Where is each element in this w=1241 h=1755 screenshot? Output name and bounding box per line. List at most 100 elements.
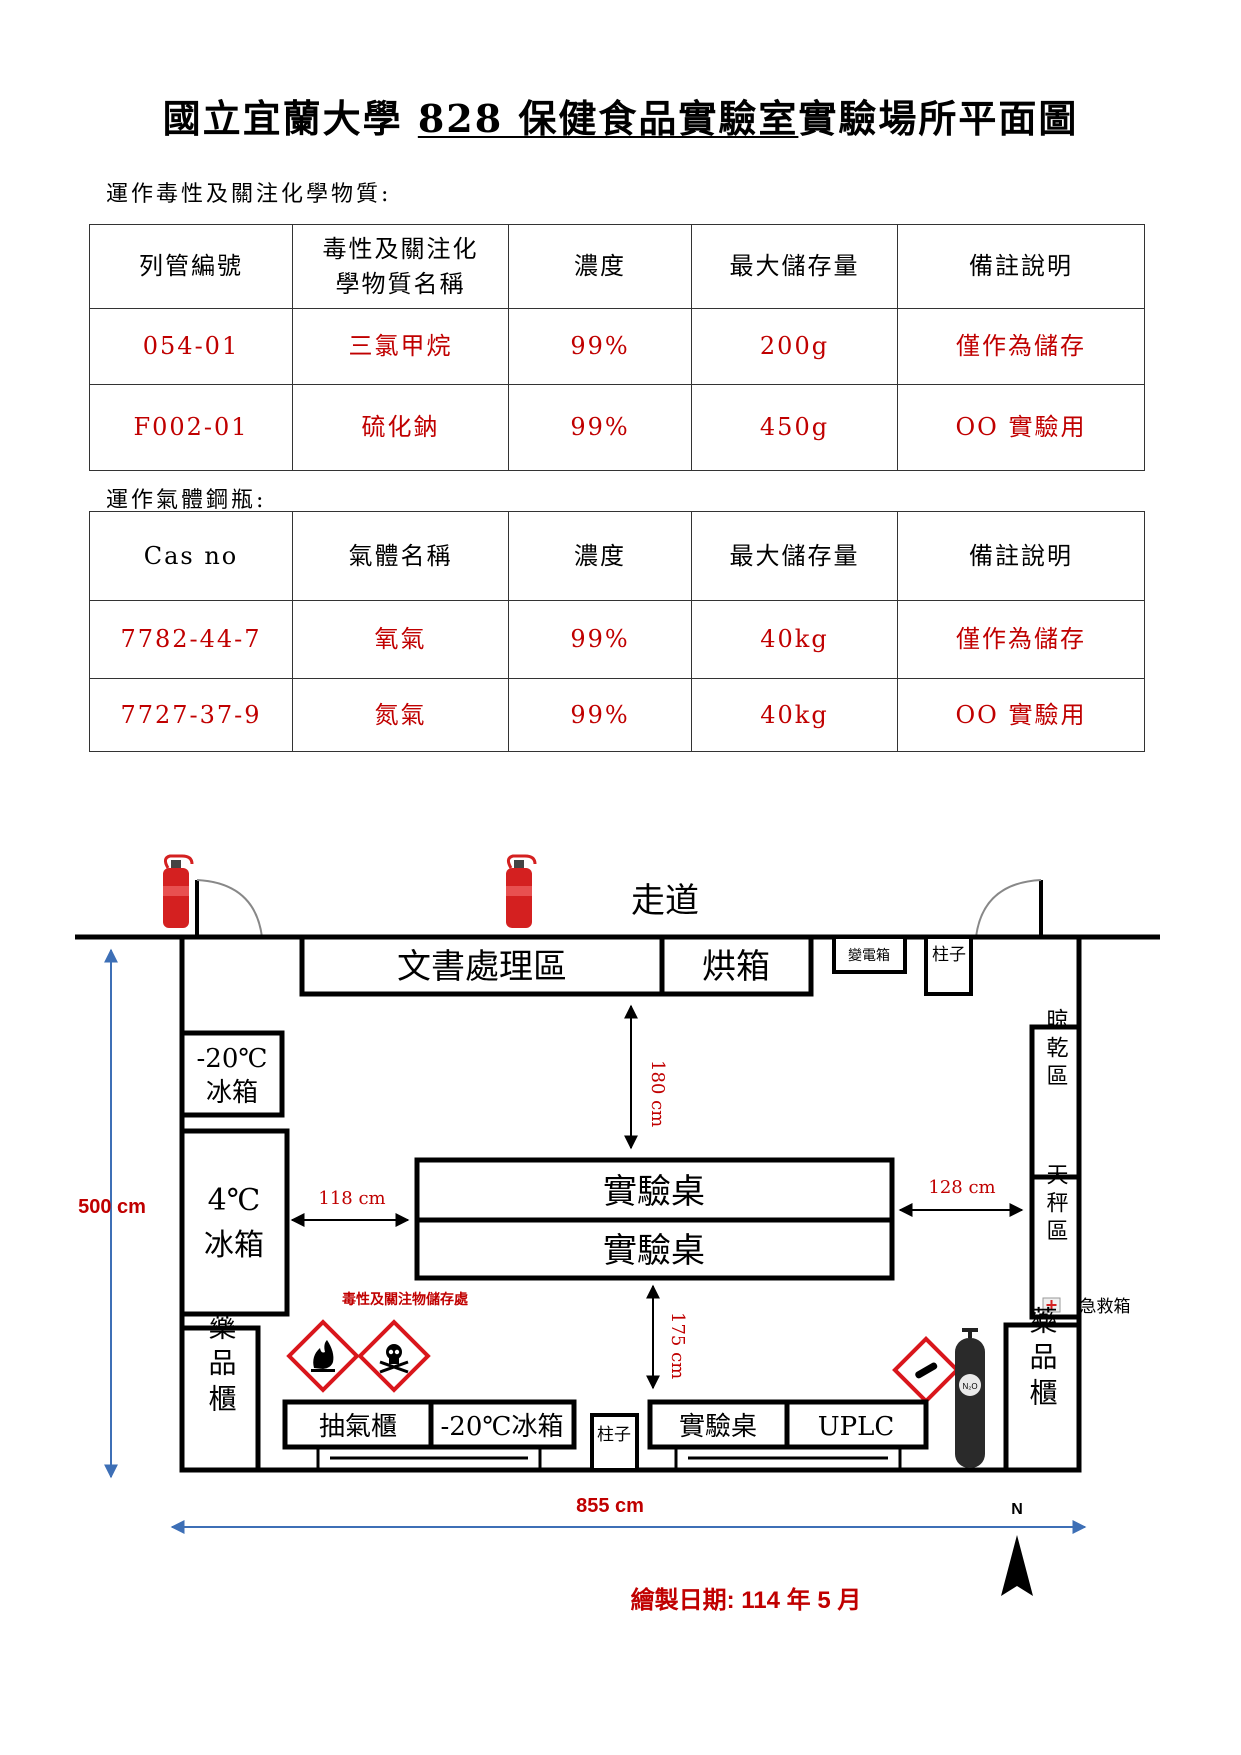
gas-table: Cas no 氣體名稱 濃度 最大儲存量 備註說明 7782-44-7 氧氣 9… [89, 511, 1145, 752]
table-cell: 氮氣 [292, 678, 509, 752]
table-cell: 三氯甲烷 [292, 308, 509, 385]
table-header-row: 列管編號 毒性及關注化學物質名稱 濃度 最大儲存量 備註說明 [89, 224, 1145, 309]
fire-extinguisher-icon [161, 854, 194, 930]
cabinet-base [316, 1447, 542, 1470]
table-cell: 200g [691, 308, 898, 385]
document-area [299, 934, 665, 997]
header-cell: 最大儲存量 [691, 224, 898, 309]
table-cell: 99% [508, 600, 692, 679]
freezer-label: 冰箱 [206, 1078, 258, 1108]
door-swing [975, 879, 1042, 938]
table-row: 7782-44-7 氧氣 99% 40kg 僅作為儲存 [89, 600, 1145, 679]
first-aid-icon [1042, 1297, 1061, 1313]
freezer-minus20 [179, 1030, 285, 1118]
fire-extinguisher-icon [504, 854, 537, 930]
chem-cabinet-label: 藥品櫃 [205, 1312, 238, 1420]
chem-cabinet-right [1003, 1322, 1082, 1473]
table-cell: 99% [508, 308, 692, 385]
lab-bench-label: 實驗桌 [603, 1172, 705, 1212]
fridge-label: 4℃ [208, 1183, 261, 1218]
table-cell: 99% [508, 678, 692, 752]
north-label: N [1011, 1501, 1023, 1518]
fridge-4c [179, 1128, 290, 1317]
table-row: 054-01 三氯甲烷 99% 200g 僅作為儲存 [89, 308, 1145, 385]
header-cell: 最大儲存量 [691, 511, 898, 601]
transformer-box-label: 變電箱 [848, 948, 890, 964]
table-cell: 僅作為儲存 [897, 308, 1145, 385]
balance-area-label: 天秤區 [1043, 1163, 1069, 1247]
door-swing [196, 879, 263, 938]
balance-area [1029, 1174, 1082, 1320]
uplc [784, 1399, 929, 1450]
chem-cabinet-left [179, 1325, 261, 1473]
pillar [924, 935, 973, 996]
header-cell: Cas no [89, 511, 293, 601]
chem-table: 列管編號 毒性及關注化學物質名稱 濃度 最大儲存量 備註說明 054-01 三氯… [89, 224, 1145, 471]
dim-180-label: 180 cm [647, 1060, 668, 1127]
north-arrow-icon [1001, 1535, 1033, 1596]
oven-label: 烘箱 [702, 947, 770, 987]
corridor-label: 走道 [631, 881, 699, 921]
table-cell: OO 實驗用 [897, 678, 1145, 752]
dim-500-label: 500 cm [78, 1196, 146, 1218]
dim-855-label: 855 cm [576, 1495, 644, 1517]
table-cell: 40kg [691, 600, 898, 679]
document-area-label: 文書處理區 [397, 947, 567, 987]
table-cell: F002-01 [89, 384, 293, 471]
table-cell: OO 實驗用 [897, 384, 1145, 471]
gas-cylinder-label: N₂O [962, 1382, 977, 1391]
header-cell: 毒性及關注化學物質名稱 [292, 224, 509, 309]
dim-128-label: 128 cm [928, 1177, 995, 1198]
table-header-row: Cas no 氣體名稱 濃度 最大儲存量 備註說明 [89, 511, 1145, 601]
oven [659, 934, 814, 997]
drying-area [1029, 1024, 1082, 1180]
chem-section-caption: 運作毒性及關注化學物質: [106, 182, 392, 207]
table-row: F002-01 硫化鈉 99% 450g OO 實驗用 [89, 384, 1145, 471]
table-cell: 硫化鈉 [292, 384, 509, 471]
chem-cabinet-label: 藥品櫃 [1026, 1306, 1059, 1414]
cabinet-base [674, 1447, 902, 1470]
table-cell: 僅作為儲存 [897, 600, 1145, 679]
table-cell: 7782-44-7 [89, 600, 293, 679]
toxic-skull-icon [357, 1319, 431, 1393]
table-cell: 99% [508, 384, 692, 471]
flammable-hazard-icon [286, 1319, 360, 1393]
header-cell: 濃度 [508, 511, 692, 601]
bottom-lab-bench-label: 實驗桌 [679, 1412, 757, 1442]
page-title: 國立宜蘭大學 828 保健食品實驗室實驗場所平面圖 [162, 96, 1079, 141]
table-cell: 7727-37-9 [89, 678, 293, 752]
fume-hood-label: 抽氣櫃 [319, 1412, 397, 1442]
pillar-label: 柱子 [597, 1425, 631, 1445]
table-cell: 40kg [691, 678, 898, 752]
drying-area-label: 晾乾區 [1043, 1008, 1069, 1092]
uplc-label: UPLC [818, 1412, 895, 1442]
table-row: 7727-37-9 氮氣 99% 40kg OO 實驗用 [89, 678, 1145, 752]
gas-cylinder-hazard-icon [892, 1336, 960, 1404]
table-cell: 氧氣 [292, 600, 509, 679]
lab-bench [414, 1217, 895, 1281]
header-cell: 濃度 [508, 224, 692, 309]
pillar-label: 柱子 [932, 945, 966, 965]
bottom-freezer-label: -20℃冰箱 [441, 1412, 564, 1442]
first-aid-label: 急救箱 [1080, 1297, 1131, 1317]
table-cell: 054-01 [89, 308, 293, 385]
freezer-label: -20℃ [197, 1044, 268, 1074]
dim-118-label: 118 cm [318, 1188, 385, 1209]
floor-plan: 走道 文書處理區 烘箱 變電箱 柱子 -20℃ 冰箱 4℃ 冰箱 藥品櫃 晾乾區… [75, 854, 1160, 1614]
drawn-date: 繪製日期: 114 年 5 月 [631, 1586, 862, 1614]
header-cell: 備註說明 [897, 224, 1145, 309]
bottom-freezer [428, 1399, 577, 1450]
header-cell: 列管編號 [89, 224, 293, 309]
fridge-label: 冰箱 [204, 1228, 264, 1263]
table-cell: 450g [691, 384, 898, 471]
lab-bench [414, 1157, 895, 1223]
pillar [590, 1413, 639, 1472]
header-cell: 備註說明 [897, 511, 1145, 601]
gas-section-caption: 運作氣體鋼瓶: [106, 488, 267, 513]
gas-cylinder-icon: N₂O [955, 1328, 985, 1468]
header-cell: 氣體名稱 [292, 511, 509, 601]
transformer-box [832, 935, 907, 974]
lab-bench-label: 實驗桌 [603, 1231, 705, 1271]
dim-175-label: 175 cm [667, 1312, 688, 1379]
toxic-storage-label: 毒性及關注物儲存處 [342, 1291, 469, 1307]
